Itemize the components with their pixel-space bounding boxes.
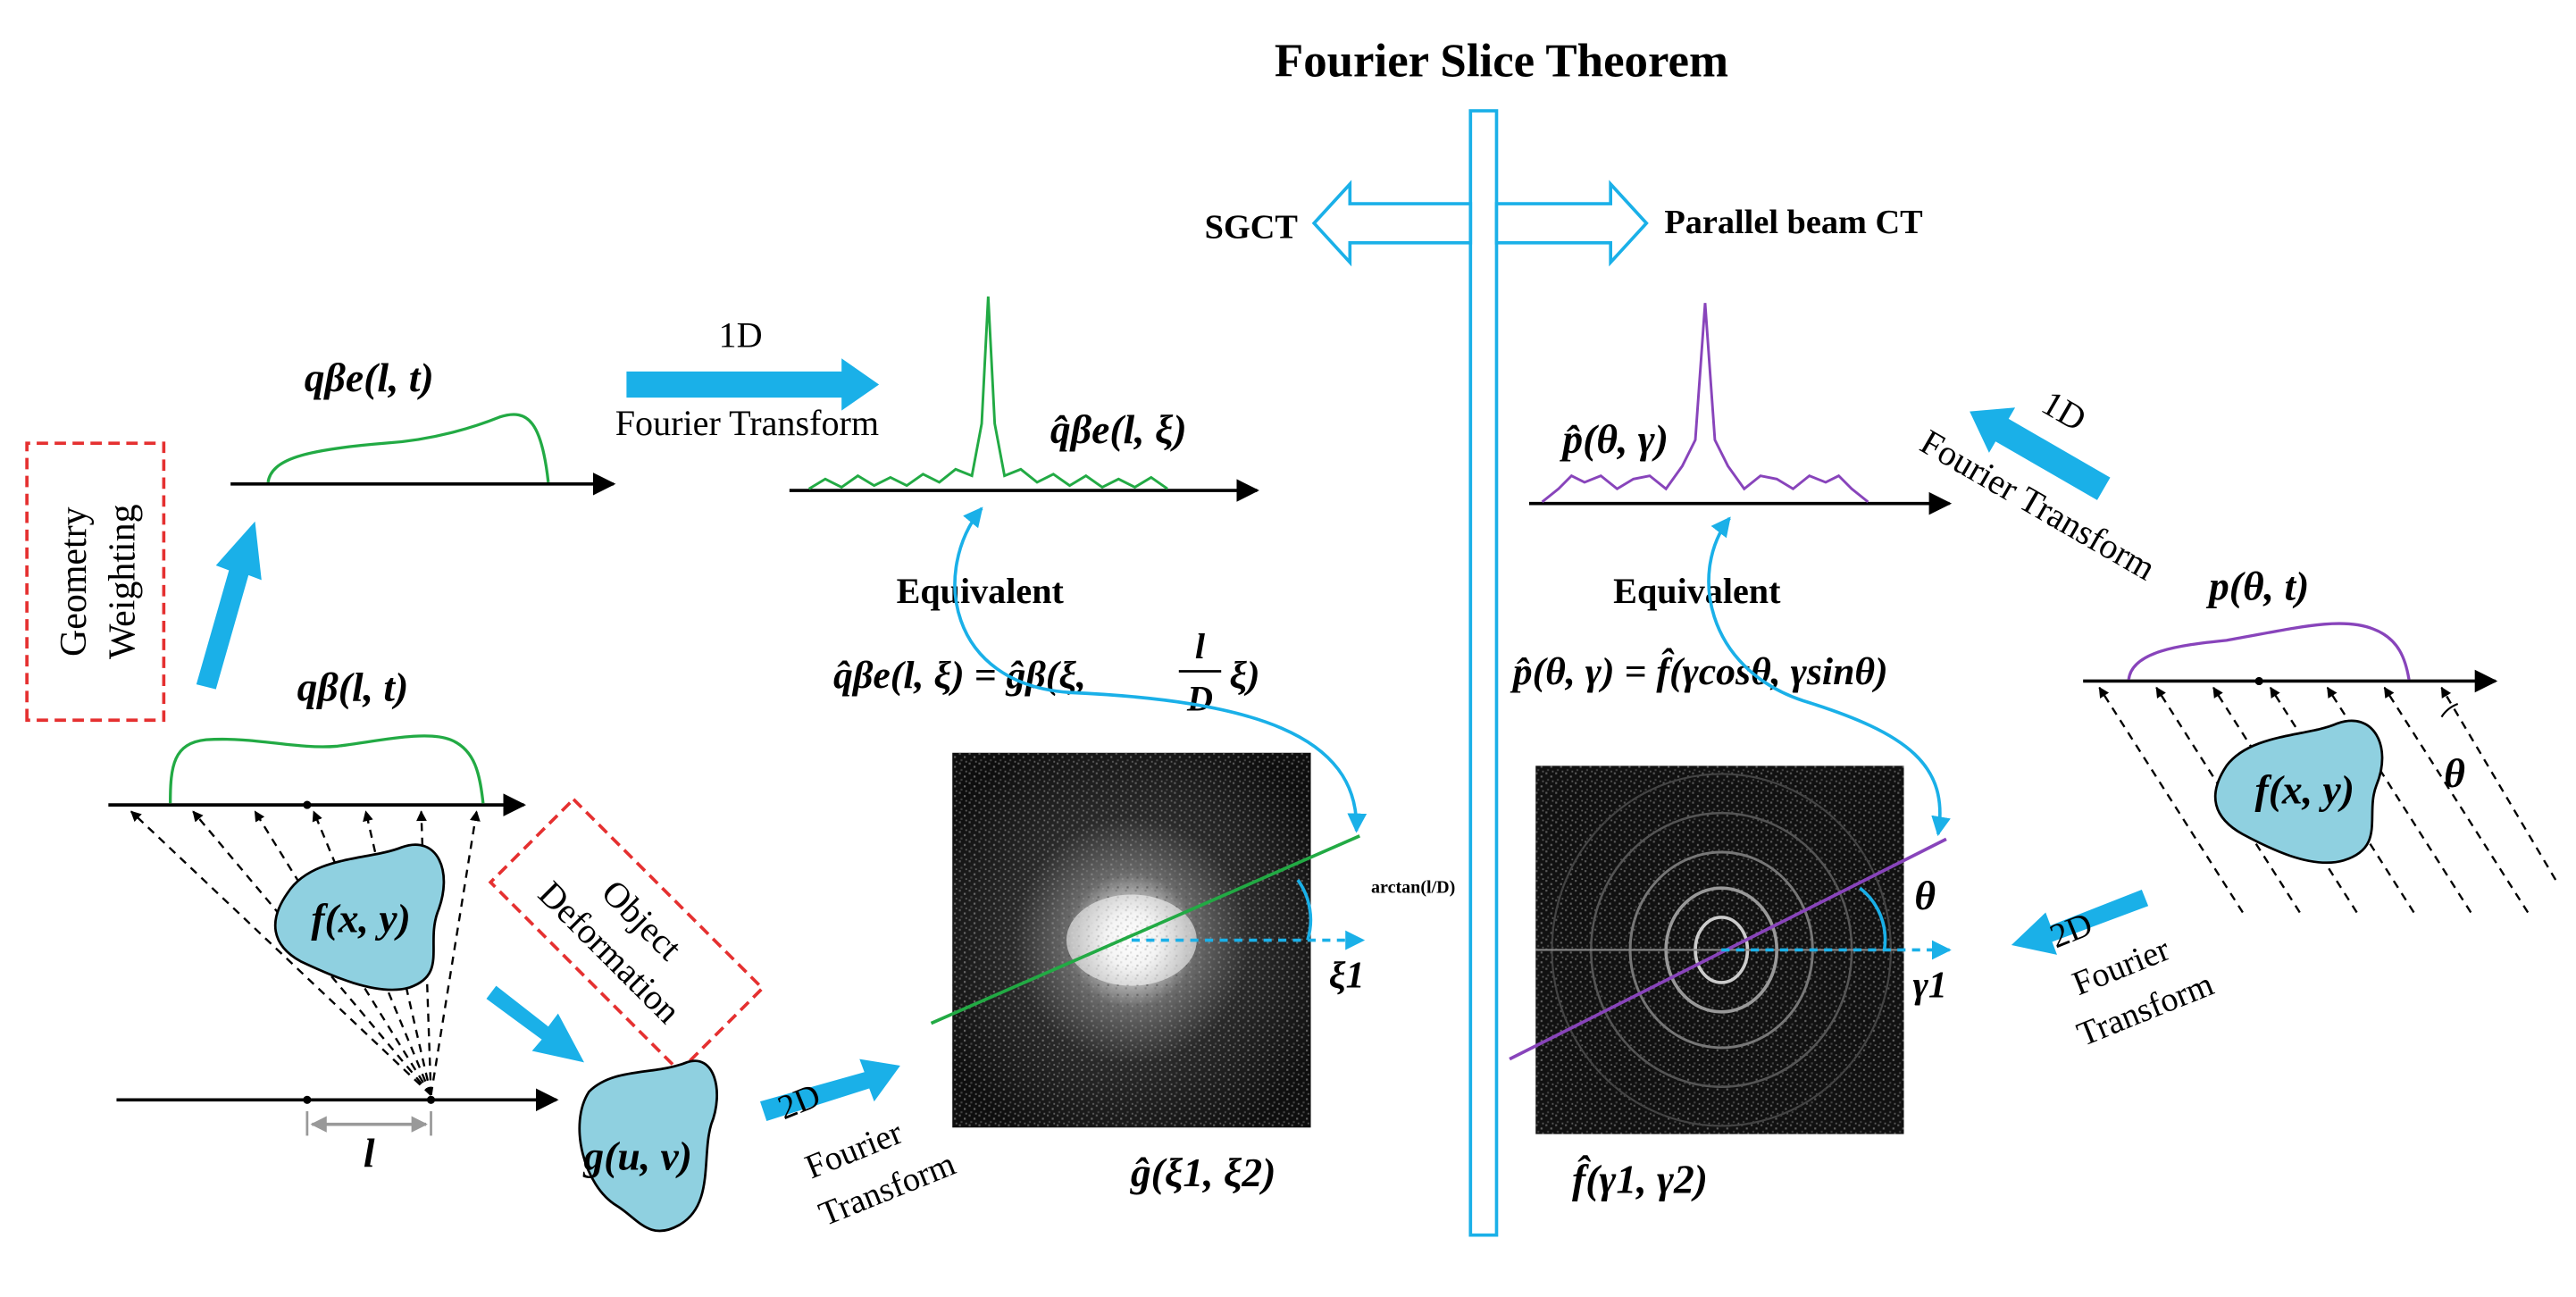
fft1d-right-top: 1D <box>2035 382 2093 439</box>
fft1d-left-top: 1D <box>719 315 763 356</box>
equation-frac-num: l <box>1195 626 1206 666</box>
center-divider <box>1468 109 1499 1237</box>
object-blob-deformed <box>578 1059 718 1233</box>
f-label-left: f(x, y) <box>311 895 410 941</box>
detector-dot-b <box>426 1095 436 1104</box>
geometry-arrow <box>196 521 262 690</box>
qhat-curve <box>807 296 1168 490</box>
phat-curve <box>1541 303 1869 503</box>
fft1d-arrow-right-group: 1D Fourier Transform <box>1914 382 2162 588</box>
equivalent-link-right <box>1707 516 1951 837</box>
equation-right: p̂(θ, γ) = f̂(γcosθ, γsinθ) <box>1510 648 1888 693</box>
equation-frac-den: D <box>1186 678 1213 718</box>
object-blob-left <box>273 843 446 992</box>
p-center-dot <box>2254 676 2263 686</box>
equation-tail: ξ) <box>1229 654 1259 697</box>
parallel-ct-arrow <box>1494 180 1649 267</box>
parallel-ct-label: Parallel beam CT <box>1664 204 1922 241</box>
fft1d-arrow-right <box>1970 407 2111 500</box>
g-hat-label: ĝ(ξ1, ξ2) <box>1130 1150 1276 1195</box>
l-label: l <box>364 1130 375 1176</box>
theta-arc-spectrum <box>1859 886 1887 950</box>
deformation-arrow <box>486 985 584 1063</box>
g-label: g(u, v) <box>582 1134 692 1179</box>
qbe-curve <box>266 413 550 483</box>
qbe-label: qβe(l, t) <box>305 355 434 400</box>
qb-center-dot <box>303 800 312 809</box>
qb-curve <box>169 734 485 804</box>
geometry-line1: Geometry <box>54 506 95 657</box>
p-label: p(θ, t) <box>2205 563 2309 608</box>
equivalent-link-left <box>953 506 1367 833</box>
detector-dot-a <box>303 1095 312 1104</box>
sgct-label: SGCT <box>1205 208 1298 246</box>
equivalent-right: Equivalent <box>1613 571 1781 611</box>
theta-label-spectrum: θ <box>1914 873 1936 918</box>
phat-label: p̂(θ, γ) <box>1559 416 1669 462</box>
equivalent-left: Equivalent <box>897 571 1065 611</box>
fft2d-arrow-left <box>759 1059 900 1121</box>
theta-label-right: θ <box>2444 750 2465 796</box>
theta-arc-right <box>2440 702 2459 718</box>
f-hat-label: f̂(γ1, γ2) <box>1572 1154 1708 1201</box>
sgct-arrow <box>1311 180 1473 267</box>
arctan-arc <box>1296 878 1313 941</box>
gamma-label: γ1 <box>1912 965 1946 1006</box>
fft1d-left-bottom: Fourier Transform <box>615 403 879 443</box>
qhat-label: q̂βe(l, ξ) <box>1050 406 1187 452</box>
spectrum-image-right <box>1535 766 1904 1134</box>
geometry-line2: Weighting <box>103 504 144 659</box>
arctan-label: arctan(l/D) <box>1371 878 1455 898</box>
fft2d-arrow-right <box>2011 889 2149 955</box>
p-curve <box>2127 622 2411 680</box>
fft2d-left-top: 2D <box>773 1076 825 1126</box>
f-label-right: f(x, y) <box>2255 766 2354 812</box>
xi-label: ξ1 <box>1329 955 1365 996</box>
object-blob-right <box>2213 719 2384 865</box>
slice-line-left <box>930 834 1360 1025</box>
qb-label: qβ(l, t) <box>297 664 409 709</box>
diagram-title: Fourier Slice Theorem <box>1275 36 1728 88</box>
geometry-weighting-box: Geometry Weighting <box>25 441 166 723</box>
